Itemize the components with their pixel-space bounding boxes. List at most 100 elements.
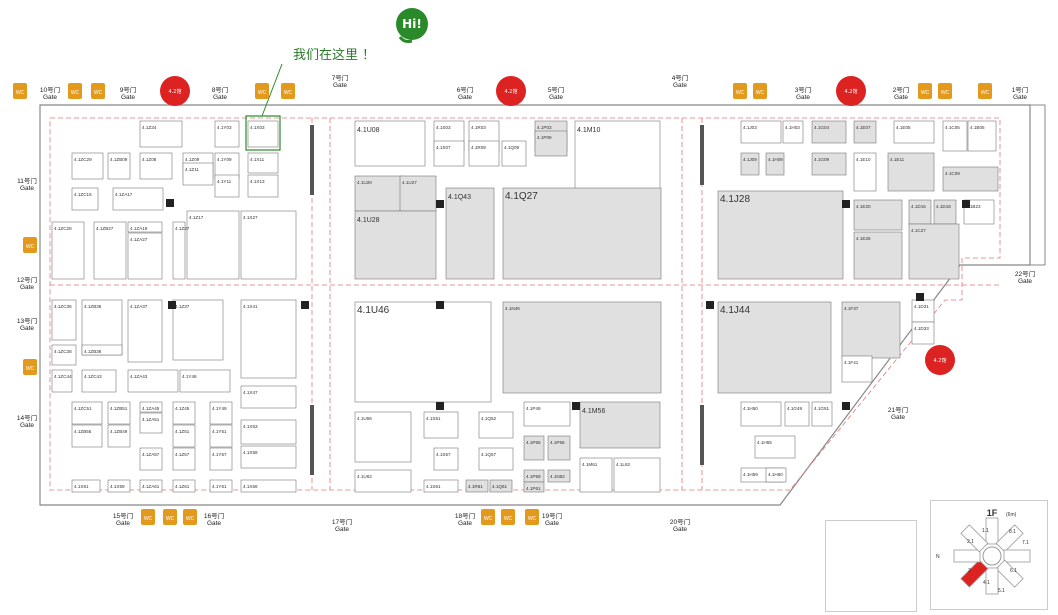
hall-link-icon[interactable]: 4.2馆: [836, 76, 866, 106]
booth-4.1C09[interactable]: 4.1C09: [942, 166, 999, 192]
booth-4.1ZA17[interactable]: 4.1ZA17: [112, 187, 164, 211]
booth-4.1D15[interactable]: 4.1D15: [908, 199, 932, 225]
booth-4.1ZA61[interactable]: 4.1ZA61: [139, 479, 163, 493]
booth-4.1E07[interactable]: 4.1E07: [853, 120, 877, 144]
booth-4.1ZA45[interactable]: 4.1ZA45: [139, 401, 163, 413]
booth-4.1H60[interactable]: 4.1H60: [765, 467, 787, 483]
booth-4.1M56[interactable]: 4.1M56: [579, 401, 661, 449]
booth-4.1ZC43[interactable]: 4.1ZC43: [81, 369, 117, 393]
booth-4.1Y49[interactable]: 4.1Y49: [209, 401, 233, 425]
booth-4.1ZB27[interactable]: 4.1ZB27: [93, 221, 127, 280]
booth-4.1Y03[interactable]: 4.1Y03: [214, 120, 240, 148]
booth-4.1S51[interactable]: 4.1S51: [423, 411, 459, 439]
booth-4.1ZC44[interactable]: 4.1ZC44: [51, 369, 73, 393]
booth-4.1ZC38[interactable]: 4.1ZC38: [51, 344, 77, 366]
booth-4.1X03[interactable]: 4.1X03: [247, 120, 279, 148]
booth-4.1U62[interactable]: 4.1U62: [354, 469, 412, 493]
booth-4.1Y57[interactable]: 4.1Y57: [209, 447, 233, 471]
booth-4.1N62[interactable]: 4.1N62: [547, 469, 571, 483]
booth-4.1M61[interactable]: 4.1M61: [579, 457, 613, 493]
booth-4.1ZC36[interactable]: 4.1ZC36: [51, 299, 77, 341]
booth-4.1Z51[interactable]: 4.1Z51: [172, 424, 196, 448]
booth-4.1ZA43[interactable]: 4.1ZA43: [127, 369, 179, 393]
booth-4.1Z37[interactable]: 4.1Z37: [172, 299, 224, 361]
booth-4.1S61[interactable]: 4.1S61: [423, 479, 459, 493]
booth-4.1F41[interactable]: 4.1F41: [841, 355, 873, 383]
booth-4.1X61[interactable]: 4.1X61: [71, 479, 101, 493]
booth-4.1P49[interactable]: 4.1P49: [523, 401, 571, 427]
booth-4.1F37[interactable]: 4.1F37: [841, 301, 901, 359]
booth-4.1R09[interactable]: 4.1R09: [468, 140, 500, 167]
booth-4.1ZB49[interactable]: 4.1ZB49: [107, 424, 131, 448]
booth-4.1Z34[interactable]: 4.1Z34: [139, 120, 183, 148]
booth-4.1D31[interactable]: 4.1D31: [911, 299, 935, 323]
booth-4.1M10[interactable]: 4.1M10: [574, 120, 661, 190]
booth-4.1Z08[interactable]: 4.1Z08: [139, 152, 173, 180]
hall-link-icon[interactable]: 4.2馆: [496, 76, 526, 106]
booth-4.1J28[interactable]: 4.1J28: [717, 190, 844, 280]
booth-4.1ZA19[interactable]: 4.1ZA19: [127, 221, 163, 233]
booth-4.1C27[interactable]: 4.1C27: [908, 223, 960, 280]
booth-4.1E11[interactable]: 4.1E11: [887, 152, 935, 192]
booth-4.1X27[interactable]: 4.1X27: [240, 210, 297, 280]
booth-4.1S07[interactable]: 4.1S07: [433, 140, 465, 167]
booth-4.1G49[interactable]: 4.1G49: [784, 401, 810, 427]
booth-4.1H50[interactable]: 4.1H50: [740, 401, 782, 427]
booth-4.1U27[interactable]: 4.1U27: [399, 175, 437, 212]
booth-4.1E26[interactable]: 4.1E26: [853, 231, 903, 280]
booth-4.1G04[interactable]: 4.1G04: [811, 120, 847, 144]
booth-4.1X59[interactable]: 4.1X59: [107, 479, 131, 493]
booth-4.1J03[interactable]: 4.1J03: [740, 120, 782, 144]
booth-4.1N46[interactable]: 4.1N46: [502, 301, 662, 394]
booth-4.1R61[interactable]: 4.1R61: [465, 479, 489, 493]
booth-4.1U08[interactable]: 4.1U08: [354, 120, 426, 167]
booth-4.1Q43[interactable]: 4.1Q43: [445, 187, 495, 280]
booth-4.1Z61[interactable]: 4.1Z61: [172, 479, 196, 493]
booth-4.1G51[interactable]: 4.1G51: [811, 401, 833, 427]
booth-4.1Y51[interactable]: 4.1Y51: [209, 424, 233, 448]
booth-4.1H55[interactable]: 4.1H55: [754, 435, 796, 459]
booth-4.1U56[interactable]: 4.1U56: [354, 411, 412, 463]
booth-4.1P59[interactable]: 4.1P59: [523, 469, 545, 483]
booth-4.1J09[interactable]: 4.1J09: [740, 152, 760, 176]
booth-4.1ZC28[interactable]: 4.1ZC28: [51, 221, 85, 280]
booth-4.1P56[interactable]: 4.1P56: [547, 435, 571, 461]
booth-4.1U46[interactable]: 4.1U46: [354, 301, 492, 403]
booth-4.1X41[interactable]: 4.1X41: [240, 299, 297, 379]
booth-4.1ZB55[interactable]: 4.1ZB55: [71, 424, 103, 448]
booth-4.1U20[interactable]: 4.1U20: [354, 175, 404, 212]
booth-4.1Z45[interactable]: 4.1Z45: [172, 401, 196, 425]
booth-4.1Y09[interactable]: 4.1Y09: [214, 152, 240, 180]
booth-4.1Y61[interactable]: 4.1Y61: [209, 479, 233, 493]
booth-4.1Z27[interactable]: 4.1Z27: [172, 221, 190, 280]
booth-4.1Z57[interactable]: 4.1Z57: [172, 447, 196, 471]
booth-4.1Y46[interactable]: 4.1Y46: [179, 369, 231, 393]
booth-4.1ZC51[interactable]: 4.1ZC51: [71, 401, 103, 425]
booth-4.1Q27[interactable]: 4.1Q27: [502, 187, 662, 280]
booth-4.1S57[interactable]: 4.1S57: [433, 447, 459, 471]
booth-4.1ZC29[interactable]: 4.1ZC29: [71, 152, 104, 180]
booth-4.1Z17[interactable]: 4.1Z17: [186, 210, 240, 280]
booth-4.1Q57[interactable]: 4.1Q57: [478, 447, 514, 471]
booth-4.1P55[interactable]: 4.1P55: [523, 435, 545, 461]
booth-4.1X66[interactable]: 4.1X66: [240, 479, 297, 493]
booth-4.1Z11[interactable]: 4.1Z11: [182, 162, 214, 186]
booth-4.1G09[interactable]: 4.1G09: [811, 152, 847, 176]
booth-4.1H09[interactable]: 4.1H09: [765, 152, 785, 176]
hall-link-icon[interactable]: 4.2馆: [925, 345, 955, 375]
